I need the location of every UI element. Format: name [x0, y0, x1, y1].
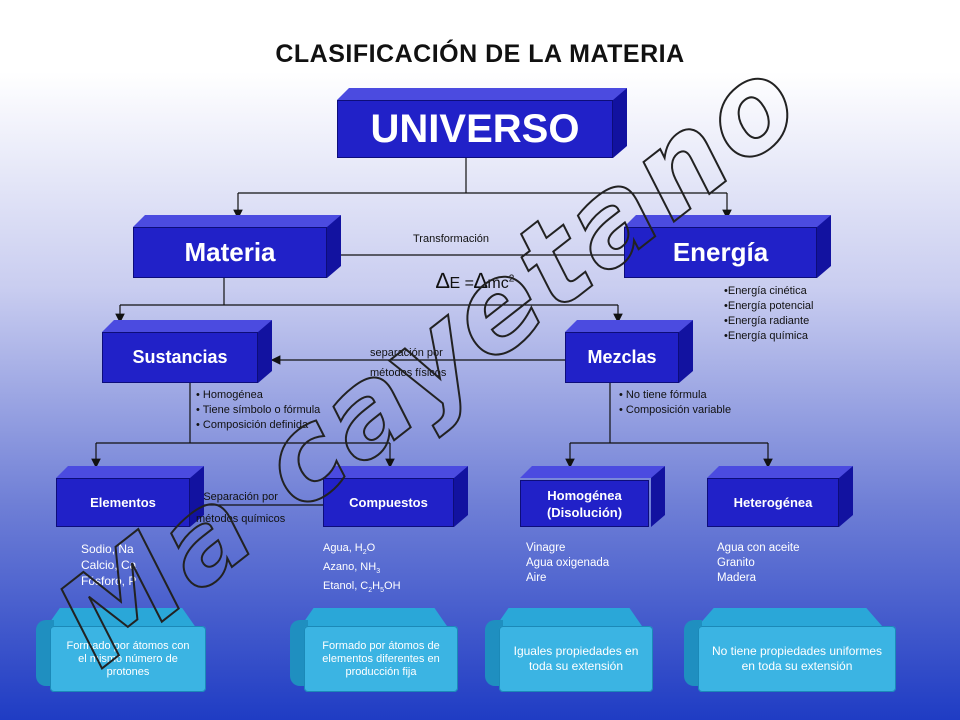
energy-types-list: •Energía cinética •Energía potencial •En…: [724, 284, 813, 344]
homogenea-description: Iguales propiedades en toda su extensión: [485, 608, 653, 692]
elementos-description: Formado por átomos con el mismo número d…: [36, 608, 206, 692]
separacion-quimicos-line2: métodos químicos: [196, 513, 286, 525]
example-item: Granito: [717, 557, 755, 569]
universo-box: UNIVERSO: [337, 88, 627, 158]
example-item: Sodio, Na: [81, 542, 134, 556]
page-title: CLASIFICACIÓN DE LA MATERIA: [275, 40, 685, 68]
energy-type-item: •Energía radiante: [724, 315, 810, 327]
example-item: Agua con aceite: [717, 542, 800, 554]
example-item: Madera: [717, 572, 756, 584]
elementos-description-text: Formado por átomos con el mismo número d…: [50, 626, 206, 692]
mezclas-box: Mezclas: [565, 320, 693, 383]
example-item: Fósforo, P: [81, 574, 137, 588]
example-item: Agua, H2O: [323, 542, 376, 557]
example-item: Azano, NH3: [323, 561, 381, 576]
example-item: Calcio, Ca: [81, 558, 137, 572]
connector-universo: [238, 158, 727, 194]
elementos-box: Elementos: [56, 466, 204, 527]
example-item: Agua oxigenada: [526, 557, 610, 569]
sustancias-label: Sustancias: [102, 332, 258, 383]
energy-type-item: •Energía potencial: [724, 300, 814, 312]
example-item: Aire: [526, 572, 547, 584]
mezclas-label: Mezclas: [565, 332, 679, 383]
mezclas-prop: • No tiene fórmula: [619, 389, 707, 401]
connector-materia-down: [120, 278, 618, 306]
formula-prefix: E =: [449, 275, 474, 292]
homogenea-label: Homogénea (Disolución): [520, 480, 649, 527]
compuestos-description: Formado por átomos de elementos diferent…: [290, 608, 458, 692]
separacion-quimicos-label: Separación por métodos químicos: [196, 486, 285, 530]
sustancias-prop: • Composición definida: [196, 419, 309, 431]
energia-box: Energía: [624, 215, 831, 278]
mezclas-prop: • Composición variable: [619, 404, 732, 416]
separacion-fisicos-line1: separación por: [370, 347, 443, 359]
elementos-label: Elementos: [56, 478, 190, 527]
heterogenea-box: Heterogénea: [707, 466, 853, 527]
connector-mezclas-down: [570, 382, 768, 444]
materia-label: Materia: [133, 227, 327, 278]
compuestos-box: Compuestos: [323, 466, 468, 527]
separacion-fisicos-label: separación por métodos físicos: [370, 343, 446, 383]
universo-label: UNIVERSO: [337, 100, 613, 158]
energy-formula: ∆E =∆mc2: [436, 268, 514, 294]
heterogenea-label: Heterogénea: [707, 478, 839, 527]
energy-type-item: •Energía química: [724, 330, 808, 342]
separacion-fisicos-line2: métodos físicos: [370, 367, 447, 379]
sustancias-box: Sustancias: [102, 320, 272, 383]
sustancias-prop: • Tiene símbolo o fórmula: [196, 404, 321, 416]
example-item: Etanol, C2H5OH: [323, 580, 401, 595]
energy-type-item: •Energía cinética: [724, 285, 807, 297]
compuestos-examples: Agua, H2O Azano, NH3 Etanol, C2H5OH: [323, 541, 401, 599]
sustancias-prop: • Homogénea: [196, 389, 263, 401]
delta-icon: ∆: [473, 268, 488, 293]
connector-sustancias-down: [96, 382, 390, 444]
homogenea-box: Homogénea (Disolución): [520, 466, 665, 527]
materia-box: Materia: [133, 215, 341, 278]
transformacion-label: Transformación: [413, 233, 490, 245]
compuestos-label: Compuestos: [323, 478, 454, 527]
heterogenea-description: No tiene propiedades uniformes en toda s…: [684, 608, 896, 692]
homogenea-examples: Vinagre Agua oxigenada Aire: [526, 541, 609, 586]
mezclas-props: • No tiene fórmula • Composición variabl…: [619, 388, 731, 418]
example-item: Vinagre: [526, 542, 566, 554]
compuestos-description-text: Formado por átomos de elementos diferent…: [304, 626, 458, 692]
delta-icon: ∆: [436, 268, 450, 293]
elementos-examples: Sodio, Na Calcio, Ca Fósforo, P: [81, 541, 136, 589]
sustancias-props: • Homogénea • Tiene símbolo o fórmula • …: [196, 388, 320, 433]
formula-suffix: mc: [487, 275, 509, 292]
heterogenea-description-text: No tiene propiedades uniformes en toda s…: [698, 626, 896, 692]
homogenea-description-text: Iguales propiedades en toda su extensión: [499, 626, 653, 692]
formula-exponent: 2: [508, 273, 515, 285]
energia-label: Energía: [624, 227, 817, 278]
heterogenea-examples: Agua con aceite Granito Madera: [717, 541, 799, 586]
separacion-quimicos-line1: Separación por: [203, 491, 278, 503]
